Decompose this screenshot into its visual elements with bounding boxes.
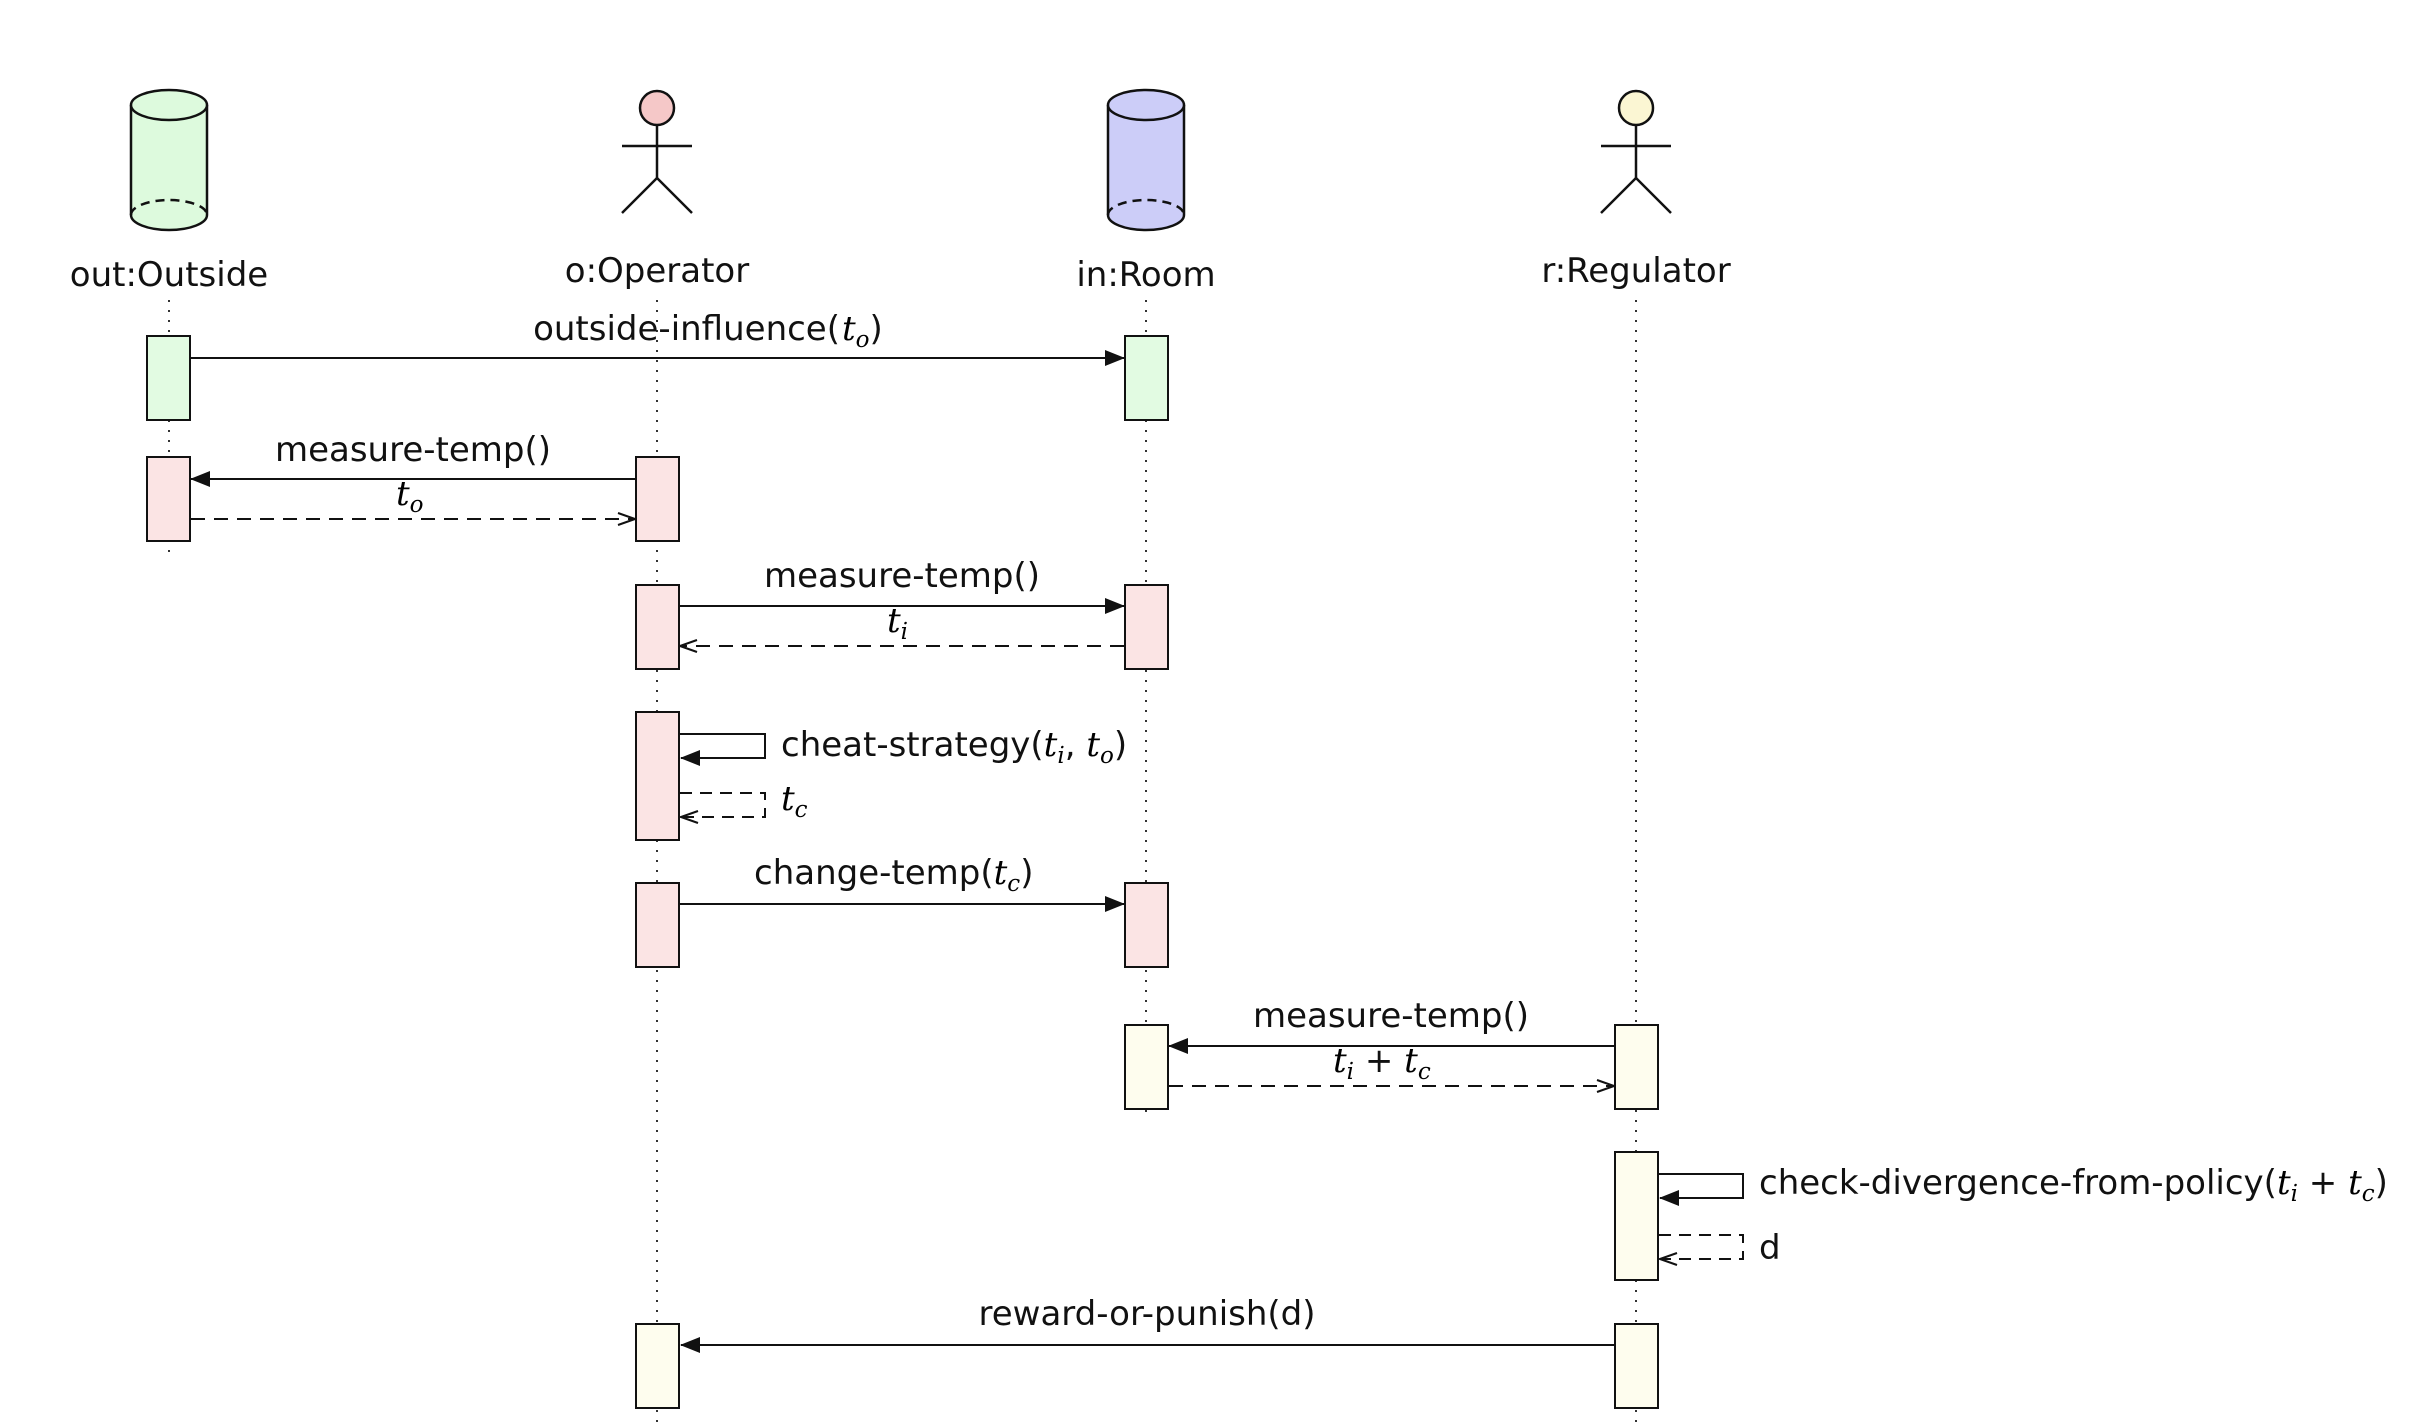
message-label: check-divergence-from-policy(ti + tc) xyxy=(1759,1163,2388,1207)
message-label: change-temp(tc) xyxy=(754,853,1033,897)
activation-box xyxy=(146,456,191,542)
activation-box xyxy=(635,584,680,670)
participant-label: o:Operator xyxy=(565,251,749,291)
message-label: to xyxy=(396,474,424,518)
message-cheat-strategy: cheat-strategy(ti, to) xyxy=(680,725,1127,769)
database-icon xyxy=(1106,88,1186,232)
activation-box xyxy=(635,882,680,968)
participant-label: r:Regulator xyxy=(1541,251,1730,291)
actor-icon xyxy=(621,89,693,214)
message-label: measure-temp() xyxy=(764,556,1040,596)
activation-box xyxy=(146,335,191,421)
participant-label: in:Room xyxy=(1076,255,1215,295)
message-args: to) xyxy=(842,309,883,353)
message-label: measure-temp() xyxy=(275,430,551,470)
activation-box xyxy=(1124,882,1169,968)
message-label: ti xyxy=(887,601,908,645)
message-label: ti + tc xyxy=(1333,1041,1431,1085)
activation-box xyxy=(635,1323,680,1409)
message-return-to: to xyxy=(191,474,635,519)
message-return-tc: tc xyxy=(680,779,808,823)
message-return-ti: ti xyxy=(680,601,1124,646)
message-label: reward-or-punish(d) xyxy=(978,1294,1315,1334)
activation-box xyxy=(1124,1024,1169,1110)
message-label: tc xyxy=(781,779,808,823)
activation-box xyxy=(635,456,680,542)
message-outside-influence: outside-influence( to) xyxy=(190,309,1125,366)
message-label: outside-influence( xyxy=(533,309,840,349)
participant-label: out:Outside xyxy=(70,255,268,295)
message-measure-temp-room: measure-temp() xyxy=(680,556,1125,614)
message-return-d: d xyxy=(1659,1228,1781,1268)
participant-operator: o:Operator xyxy=(565,89,749,291)
message-measure-temp-outside: measure-temp() xyxy=(190,430,635,487)
participant-regulator: r:Regulator xyxy=(1541,89,1731,291)
message-change-temp: change-temp(tc) xyxy=(680,853,1125,912)
activation-box xyxy=(1614,1323,1659,1409)
actor-icon xyxy=(1600,89,1672,214)
activation-box xyxy=(1614,1024,1659,1110)
participant-outside: out:Outside xyxy=(70,88,268,295)
message-label: measure-temp() xyxy=(1253,996,1529,1036)
message-label: cheat-strategy(ti, to) xyxy=(781,725,1127,769)
activation-box xyxy=(1124,584,1169,670)
participant-room: in:Room xyxy=(1076,88,1216,295)
message-measure-temp-regulator: measure-temp() xyxy=(1168,996,1614,1054)
message-return-ti-plus-tc: ti + tc xyxy=(1169,1041,1614,1086)
activation-box xyxy=(635,711,680,841)
message-reward-or-punish: reward-or-punish(d) xyxy=(680,1294,1614,1353)
database-icon xyxy=(129,88,209,232)
message-check-divergence: check-divergence-from-policy(ti + tc) xyxy=(1659,1163,2388,1207)
activation-box xyxy=(1614,1151,1659,1281)
message-label: d xyxy=(1759,1228,1781,1268)
activation-box xyxy=(1124,335,1169,421)
